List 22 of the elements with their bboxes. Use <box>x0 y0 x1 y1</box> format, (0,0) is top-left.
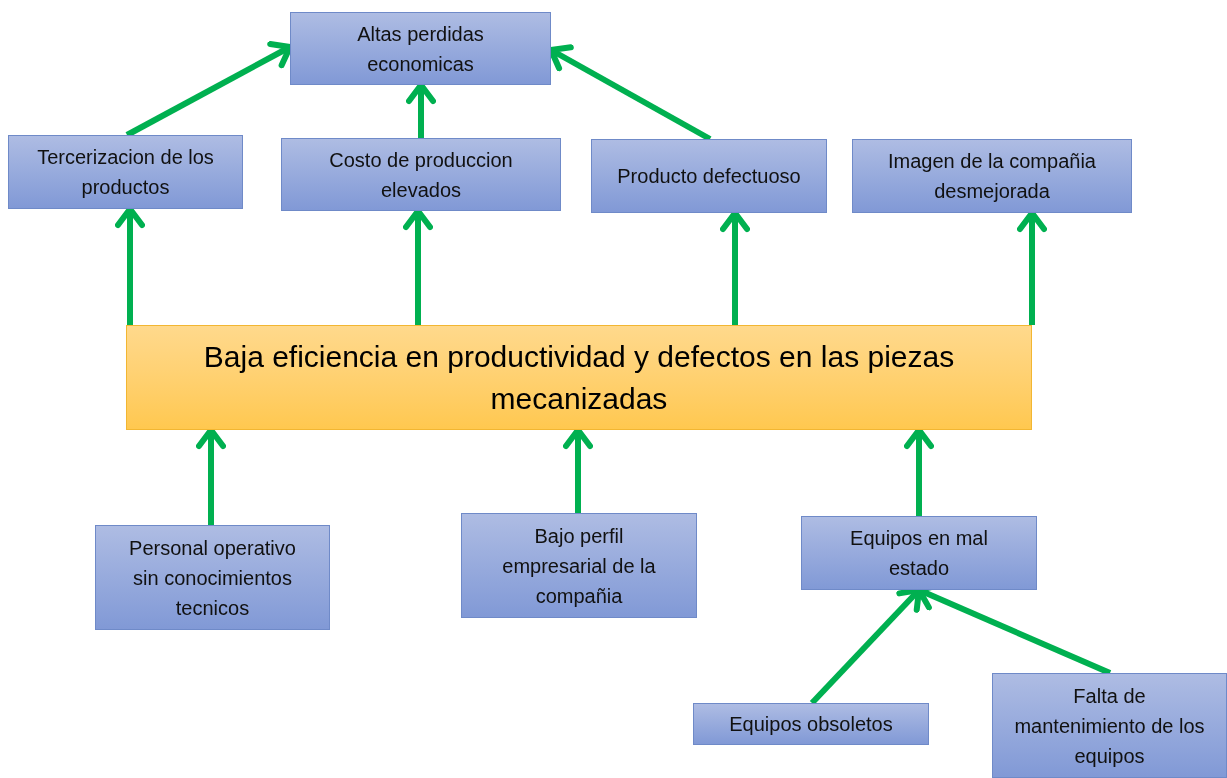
box-text: Altas perdidas economicas <box>356 21 485 77</box>
problem-box <box>126 325 1032 430</box>
box-text: Equipos en mal estado <box>849 526 989 581</box>
box-text: Imagen de la compañia desmejorada <box>887 149 1097 204</box>
cause-effect-box <box>852 139 1132 213</box>
cause-effect-box <box>693 703 929 745</box>
box-text: Costo de produccion elevados <box>328 147 514 203</box>
cause-effect-box <box>801 516 1037 590</box>
box-text: Falta de mantenimiento de los equipos <box>1013 683 1206 769</box>
cause-effect-box <box>281 138 561 211</box>
cause-effect-box <box>95 525 330 630</box>
cause-effect-box <box>8 135 243 209</box>
box-text: Baja eficiencia en productividad y defectos en las piezas mecanizadas <box>202 338 956 417</box>
cause-effect-box <box>591 139 827 213</box>
box-text: Equipos obsoletos <box>729 712 893 737</box>
cause-effect-box <box>290 12 551 85</box>
box-text: Personal operativo sin conocimientos tecnicos <box>128 535 297 621</box>
box-text: Producto defectuoso <box>617 164 801 189</box>
box-text: Tercerizacion de los productos <box>36 145 215 200</box>
cause-effect-box <box>461 513 697 618</box>
box-text: Bajo perfil empresarial de la compañia <box>501 523 657 609</box>
cause-effect-box <box>992 673 1227 778</box>
